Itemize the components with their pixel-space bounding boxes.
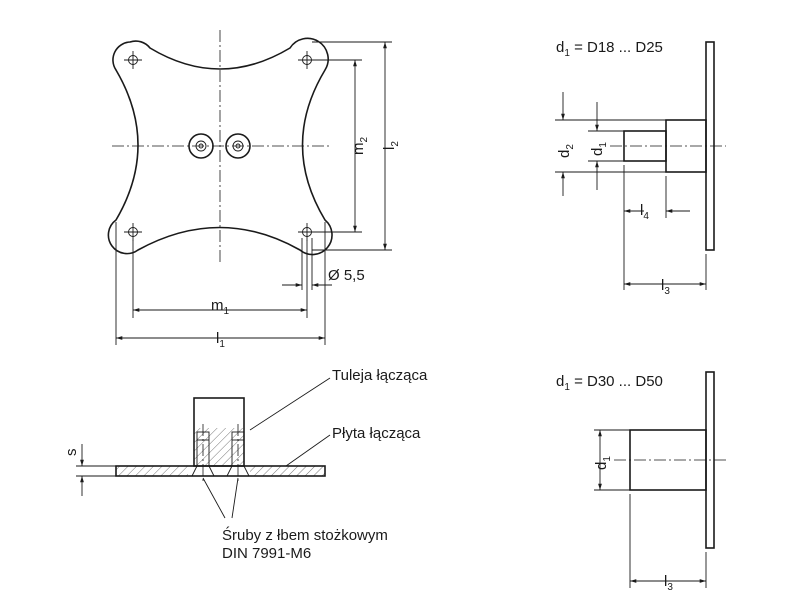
- dim-m1: m1: [211, 297, 230, 317]
- side-view-d30-d50: [594, 371, 726, 588]
- dim-s: s: [63, 449, 80, 457]
- variant-b-range: d1 = D30 ... D50: [556, 373, 663, 393]
- dim-l3-b: l3: [664, 573, 673, 593]
- dim-l4: l4: [640, 202, 649, 222]
- section-view: [76, 377, 331, 519]
- dim-d1-a: d1: [589, 142, 609, 156]
- dim-l2: l2: [381, 141, 401, 150]
- label-screws-line1: Śruby z łbem stożkowym: [222, 526, 388, 544]
- dim-l1: l1: [216, 330, 225, 350]
- label-bushing: Tuleja łącząca: [332, 367, 428, 384]
- label-screws-line2: DIN 7991-M6: [222, 545, 311, 562]
- label-plate: Płyta łącząca: [332, 425, 421, 442]
- dim-m2: m2: [350, 137, 370, 156]
- dim-d1-b: d1: [593, 456, 613, 470]
- side-view-d18-d25: [555, 41, 726, 290]
- dim-l3-a: l3: [661, 277, 670, 297]
- plate-top-view: [107, 30, 392, 345]
- corner-holes: [124, 51, 316, 241]
- dim-hole-diameter: Ø 5,5: [328, 267, 365, 284]
- plate-outline: [107, 37, 333, 256]
- dim-d2: d2: [556, 144, 576, 158]
- variant-a-range: d1 = D18 ... D25: [556, 39, 663, 59]
